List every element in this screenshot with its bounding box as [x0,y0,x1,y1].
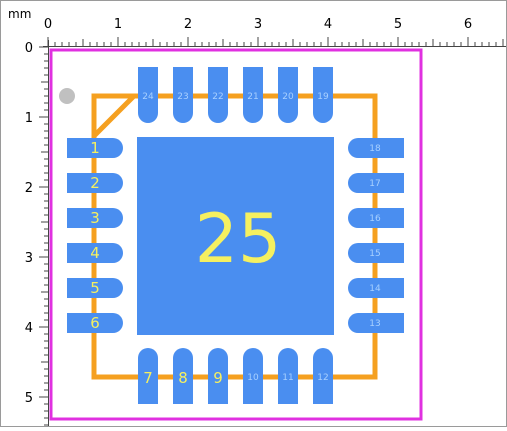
thermal-pad[interactable] [137,137,334,335]
pad-14[interactable] [348,278,404,298]
ruler-y-label: 2 [25,181,33,196]
ruler-x-label: 4 [324,17,332,32]
pad-13[interactable] [348,313,404,333]
pad-18[interactable] [348,138,404,158]
ruler-x-label: 6 [464,17,472,32]
thermal-pad-label: 25 [195,200,282,279]
ruler-x-label: 0 [44,17,52,32]
ruler-horizontal: 0 1 2 3 4 5 6 [43,17,506,47]
pin1-marker-dot [59,88,75,104]
pad-2[interactable] [67,173,123,193]
pad-label: 7 [143,369,153,387]
pad-label: 5 [90,279,100,297]
pad-label: 11 [282,373,293,383]
pad-label: 1 [90,139,100,157]
pad-17[interactable] [348,173,404,193]
ruler-x-label: 5 [394,17,402,32]
pad-label: 18 [369,144,381,154]
pad-label: 20 [282,92,294,102]
pad-1[interactable] [67,138,123,158]
pad-label: 24 [142,92,154,102]
pad-label: 15 [369,249,380,259]
pad-label: 14 [369,284,381,294]
pad-label: 19 [317,92,329,102]
courtyard-outline [49,48,423,421]
pad-label: 3 [90,209,100,227]
pad-19[interactable] [313,67,333,123]
ruler-y-label: 5 [25,391,33,406]
ruler-x-label: 3 [254,17,262,32]
pad-10[interactable] [243,348,263,404]
pad-6[interactable] [67,313,123,333]
pad-8[interactable] [173,348,193,404]
pad-20[interactable] [278,67,298,123]
pad-label: 13 [369,319,380,329]
pad-label: 9 [213,369,223,387]
ruler-y-label: 3 [25,251,33,266]
ruler-vertical: 0 1 2 3 4 5 [25,40,49,426]
pad-label: 16 [369,214,381,224]
pad-label: 22 [212,92,223,102]
pad-15[interactable] [348,243,404,263]
pad-label: 8 [178,369,188,387]
pad-label: 4 [90,244,100,262]
pad-label: 17 [369,179,380,189]
pad-label: 12 [317,373,328,383]
pad-label: 10 [247,373,259,383]
ruler-y-label: 4 [25,321,33,336]
pad-11[interactable] [278,348,298,404]
pad-16[interactable] [348,208,404,228]
ruler-x-label: 2 [184,17,192,32]
pad-23[interactable] [173,67,193,123]
pad-12[interactable] [313,348,333,404]
pad-label: 6 [90,314,100,332]
pad-7[interactable] [138,348,158,404]
pad-4[interactable] [67,243,123,263]
pad-24[interactable] [138,67,158,123]
pad-label: 2 [90,174,100,192]
ruler-y-label: 1 [25,111,33,126]
pad-9[interactable] [208,348,228,404]
pad-22[interactable] [208,67,228,123]
pad-5[interactable] [67,278,123,298]
pad-3[interactable] [67,208,123,228]
ruler-x-label: 1 [114,17,122,32]
ruler-unit-label: mm [8,7,31,21]
pad-label: 21 [247,92,258,102]
pad-21[interactable] [243,67,263,123]
pad-label: 23 [177,92,188,102]
ruler-y-label: 0 [25,41,33,56]
